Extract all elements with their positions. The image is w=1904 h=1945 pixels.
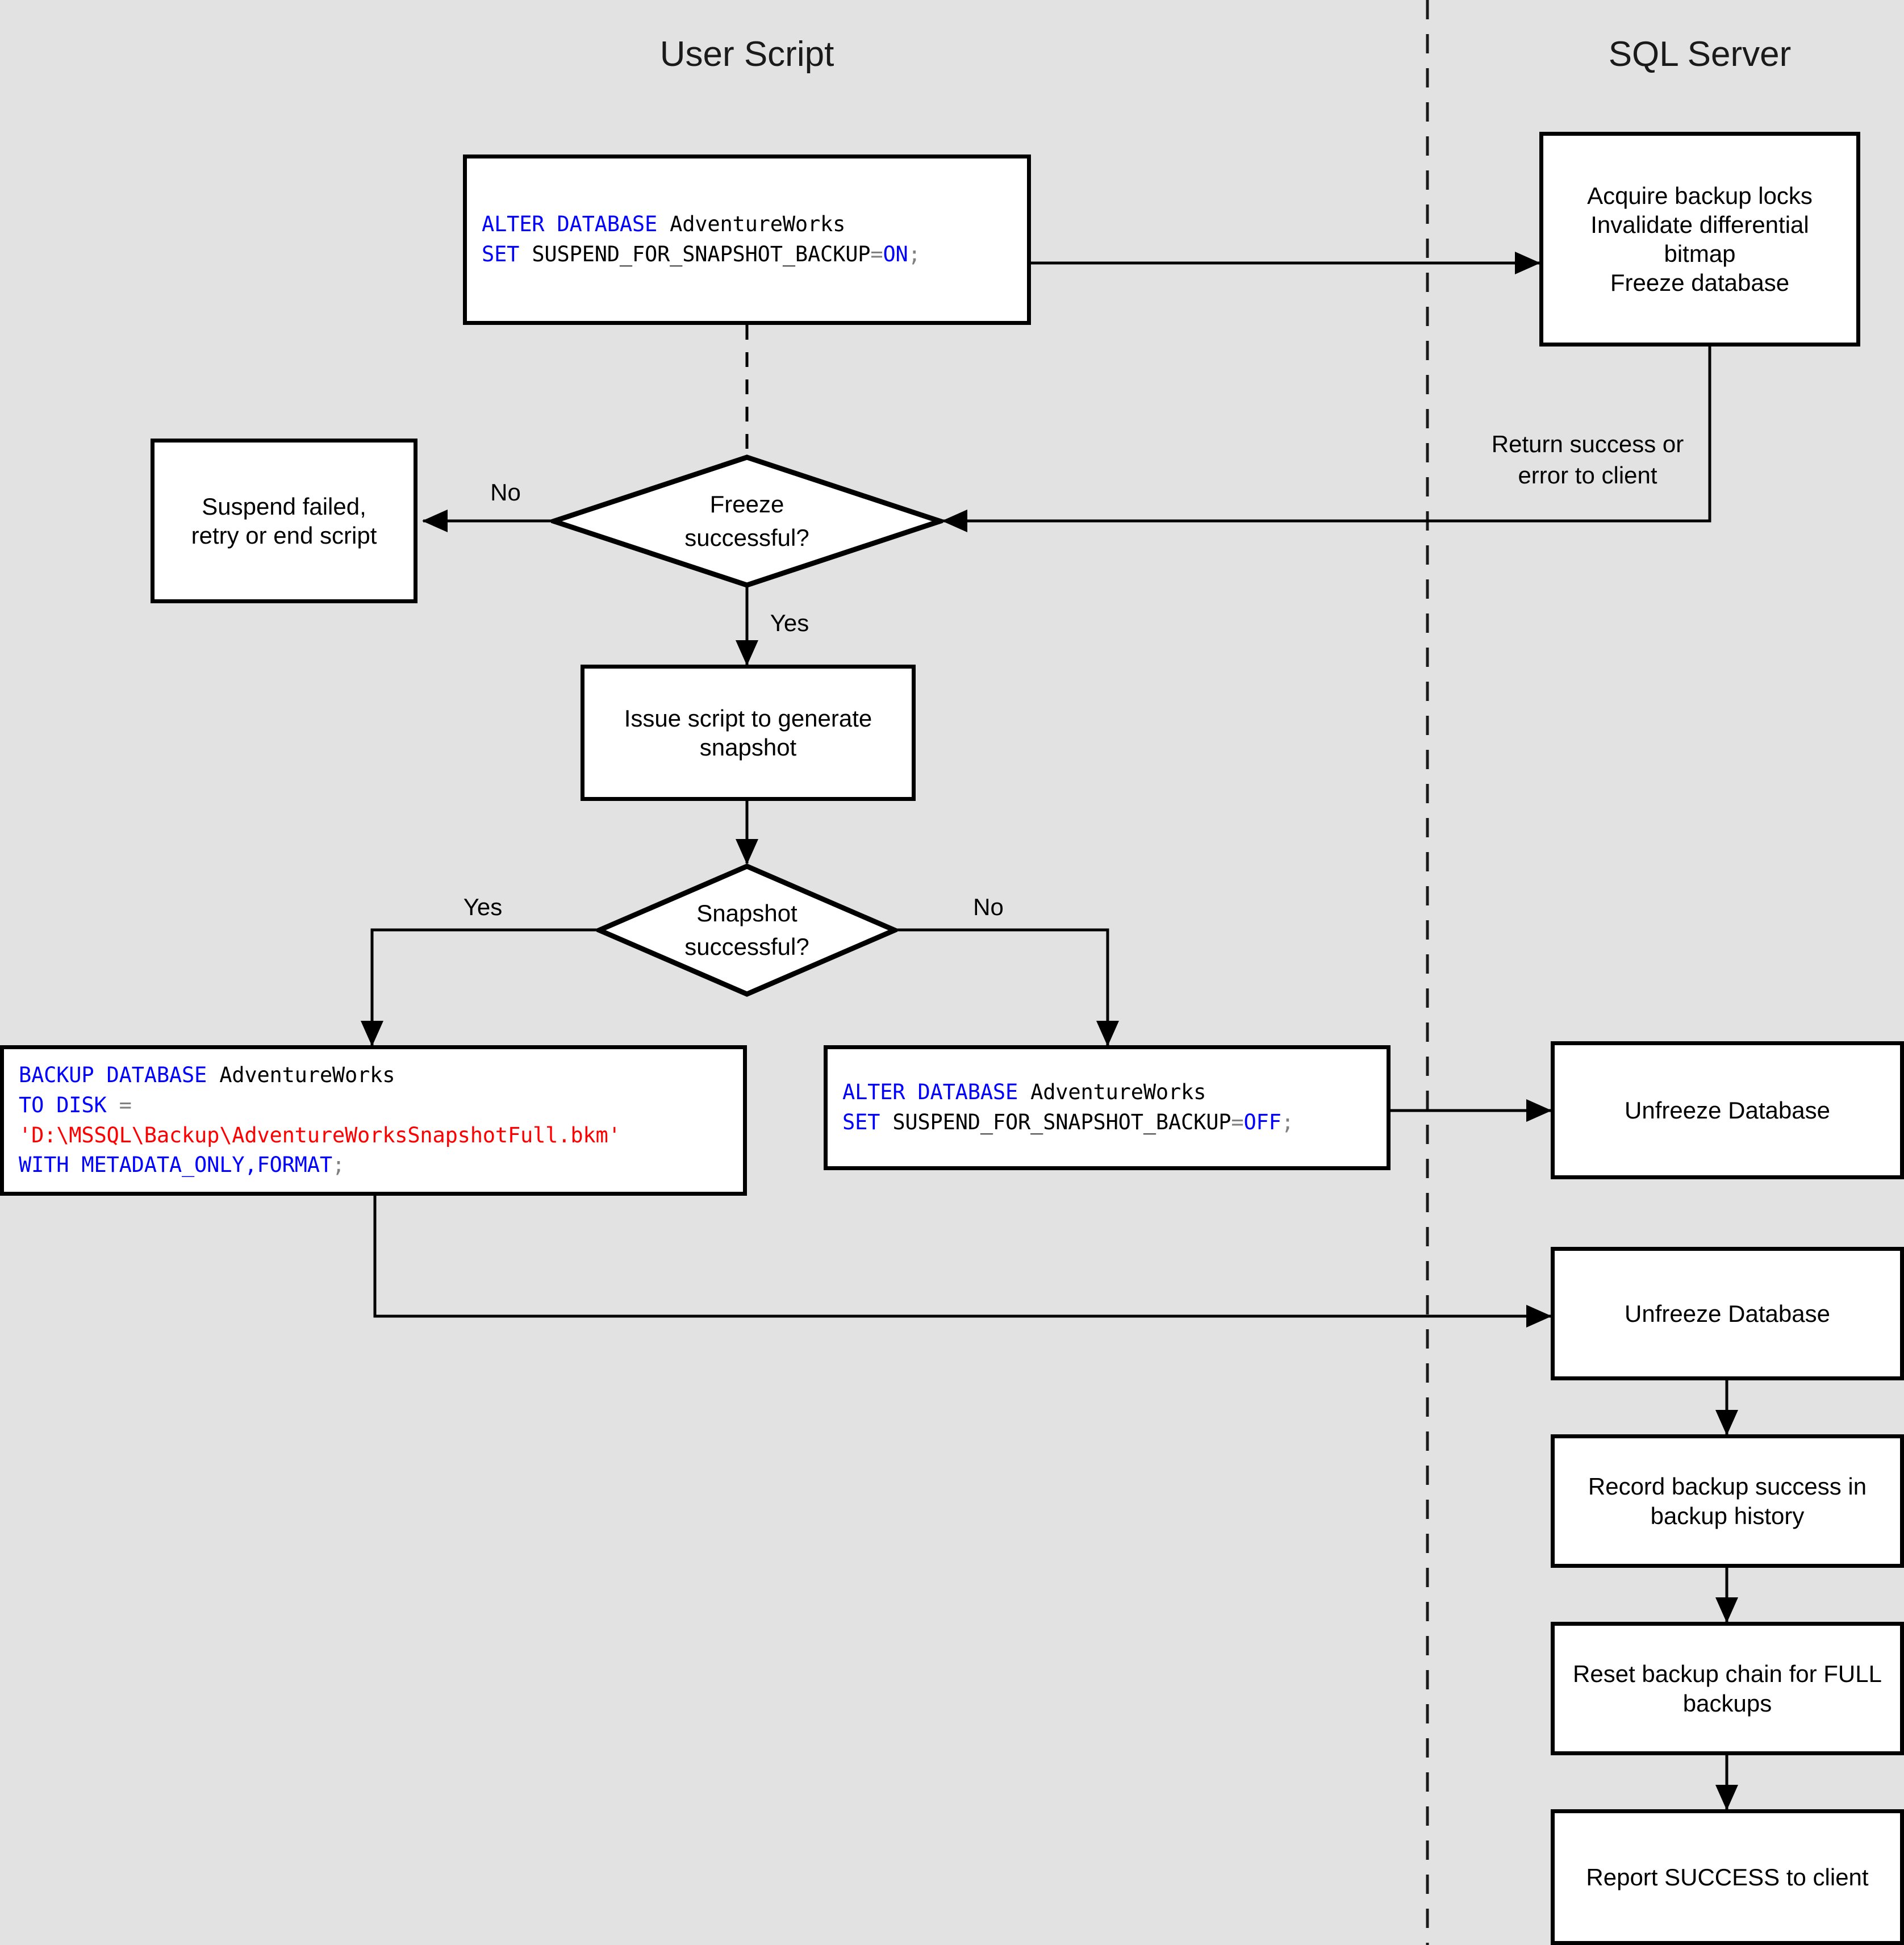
edge-label-freeze-no: No [490, 479, 521, 506]
node-snapshot-successful[interactable]: Snapshot successful? [592, 863, 901, 997]
node-reset-backup-chain[interactable]: Reset backup chain for FULL backups [1551, 1622, 1904, 1755]
node-acquire-backup-locks-label: Acquire backup locks Invalidate differen… [1587, 182, 1813, 297]
node-alter-database-off[interactable]: ALTER DATABASE AdventureWorks SET SUSPEN… [824, 1045, 1391, 1170]
node-unfreeze-database-2[interactable]: Unfreeze Database [1551, 1247, 1904, 1380]
node-acquire-backup-locks[interactable]: Acquire backup locks Invalidate differen… [1539, 132, 1860, 347]
node-unfreeze-database-1[interactable]: Unfreeze Database [1551, 1041, 1904, 1179]
node-suspend-failed[interactable]: Suspend failed, retry or end script [151, 439, 417, 603]
node-report-success-label: Report SUCCESS to client [1586, 1863, 1869, 1890]
code-alter-off: ALTER DATABASE AdventureWorks SET SUSPEN… [842, 1080, 1294, 1134]
freeze-diamond-shape [545, 454, 949, 588]
node-freeze-successful[interactable]: Freeze successful? [545, 454, 949, 588]
node-record-backup-success[interactable]: Record backup success in backup history [1551, 1434, 1904, 1568]
code-alter-on: ALTER DATABASE AdventureWorks SET SUSPEN… [482, 212, 921, 266]
edge-label-snapshot-no: No [973, 894, 1004, 920]
node-issue-script[interactable]: Issue script to generate snapshot [581, 665, 916, 801]
node-backup-database[interactable]: BACKUP DATABASE AdventureWorks TO DISK =… [0, 1045, 747, 1196]
node-unfreeze-database-2-label: Unfreeze Database [1625, 1300, 1830, 1327]
node-report-success[interactable]: Report SUCCESS to client [1551, 1809, 1904, 1945]
node-issue-script-label: Issue script to generate snapshot [624, 704, 872, 761]
node-reset-backup-chain-label: Reset backup chain for FULL backups [1573, 1660, 1882, 1717]
node-alter-database-on[interactable]: ALTER DATABASE AdventureWorks SET SUSPEN… [463, 155, 1031, 325]
lane-title-sql-server: SQL Server [1608, 35, 1792, 74]
edge-label-return-to-client: Return success or error to client [1491, 431, 1684, 489]
edge-label-freeze-yes: Yes [770, 610, 809, 636]
edge-label-snapshot-yes: Yes [463, 894, 503, 920]
node-suspend-failed-label: Suspend failed, retry or end script [191, 492, 377, 549]
node-unfreeze-database-1-label: Unfreeze Database [1625, 1096, 1830, 1124]
edge-snapshot-yes [361, 928, 596, 1046]
lane-title-user-script: User Script [659, 35, 834, 74]
edge-snapshot-no [897, 928, 1119, 1046]
code-backup-database: BACKUP DATABASE AdventureWorks TO DISK =… [19, 1063, 621, 1178]
edge-acquire-return [942, 347, 1711, 532]
edge-backup-to-unfreeze2 [373, 1196, 1552, 1328]
node-record-backup-success-label: Record backup success in backup history [1588, 1473, 1867, 1529]
snapshot-diamond-shape [592, 863, 901, 997]
